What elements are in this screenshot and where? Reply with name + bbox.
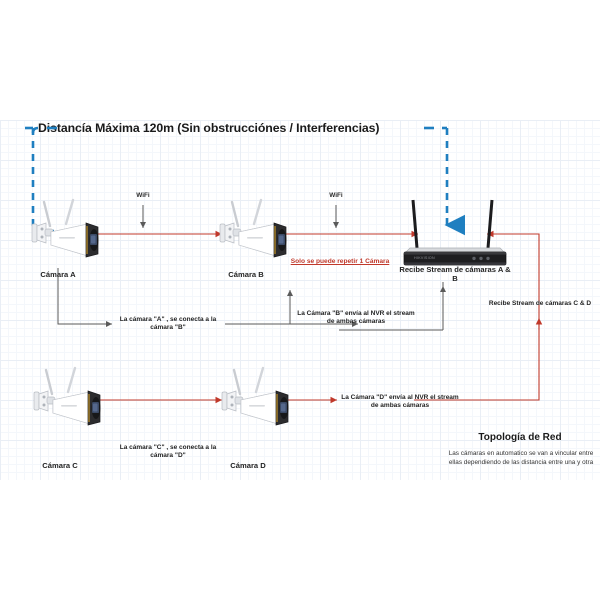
device-camera-c[interactable]	[28, 364, 108, 439]
annotation-nvr-cd: Recibe Stream de cámaras C & D	[488, 300, 592, 307]
svg-text:HIKVISION: HIKVISION	[414, 256, 435, 260]
nvr-icon: HIKVISION	[403, 199, 507, 266]
bullet-camera-icon	[31, 198, 99, 258]
page-title: Distancía Máxima 120m (Sin obstrucciónes…	[38, 121, 380, 135]
wifi-label-a-b: WiFi	[136, 192, 150, 199]
legend-title: Topología de Red	[478, 432, 562, 443]
device-nvr[interactable]: HIKVISION	[396, 196, 514, 273]
annotation-d-to-nvr: La Cámara "D" envía al NVR el stream de …	[341, 394, 459, 410]
device-camera-d[interactable]	[216, 364, 296, 439]
bullet-camera-icon	[221, 366, 289, 426]
device-camera-a[interactable]	[26, 196, 106, 271]
device-camera-b[interactable]	[214, 196, 294, 271]
camera-b-label: Cámara B	[228, 270, 264, 279]
camera-c-label: Cámara C	[42, 461, 78, 470]
bullet-camera-icon	[33, 366, 101, 426]
callout-camera-a	[57, 268, 112, 327]
wifi-label-b-nvr: WiFi	[329, 192, 343, 199]
repeat-warning: Solo se puede repetir 1 Cámara	[290, 258, 390, 265]
distance-bracket-right	[442, 126, 466, 236]
annotation-a-to-b: La cámara "A" , se conecta a la cámara "…	[119, 316, 217, 332]
camera-d-label: Cámara D	[230, 461, 266, 470]
annotation-c-to-d: La cámara "C" , se conecta a la cámara "…	[119, 444, 217, 460]
camera-a-label: Cámara A	[40, 270, 76, 279]
annotation-b-to-nvr: La Cámara "B" envía al NVR el stream de …	[297, 310, 415, 326]
legend-body: Las cámaras en automatico se van a vincu…	[448, 450, 594, 467]
bullet-camera-icon	[219, 198, 287, 258]
nvr-label: Recibe Stream de cámaras A & B	[399, 265, 511, 284]
distance-bracket-left	[25, 126, 70, 233]
